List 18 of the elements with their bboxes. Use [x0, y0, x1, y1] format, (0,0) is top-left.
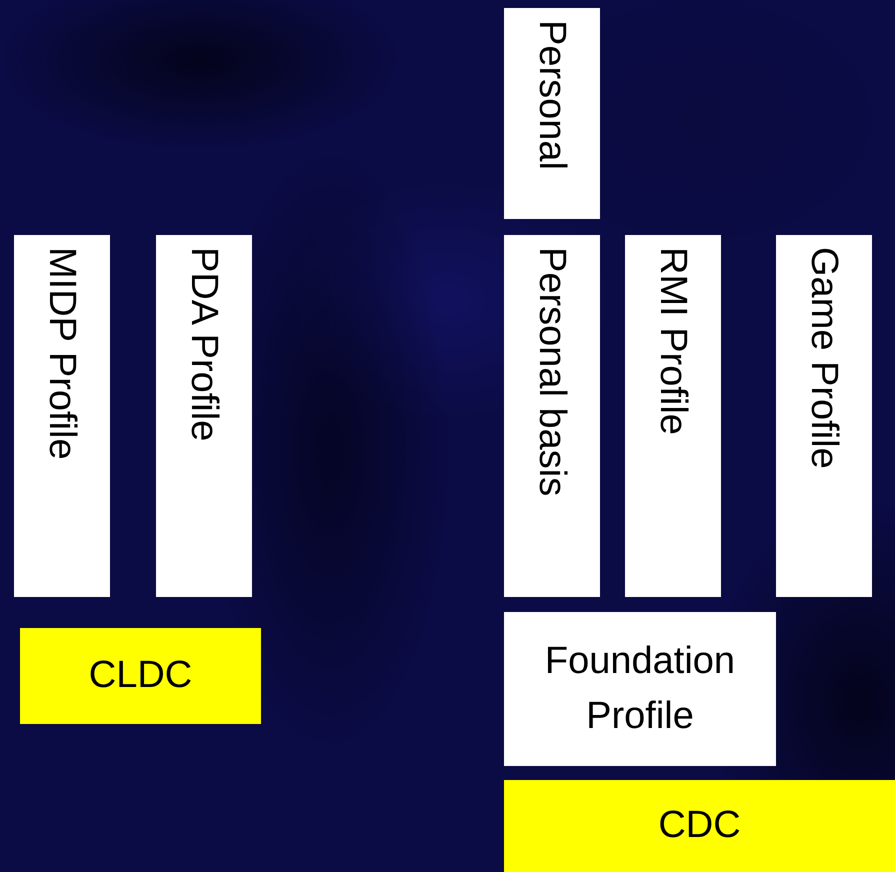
box-label: Personal basis	[533, 247, 571, 496]
box-label: Personal	[533, 20, 571, 170]
profile-box	[14, 235, 110, 597]
box-label: Game Profile	[805, 247, 843, 469]
profile-box	[776, 235, 872, 597]
profile-box	[504, 8, 600, 219]
configuration-box	[20, 628, 261, 724]
box-label: MIDP Profile	[43, 247, 81, 460]
box-label: CDC	[658, 803, 741, 848]
box-label: PDA Profile	[185, 247, 223, 442]
configuration-box	[504, 780, 895, 872]
box-label: Foundation Profile	[544, 638, 736, 739]
box-label: CLDC	[88, 653, 192, 698]
profile-box	[504, 235, 600, 597]
box-label: RMI Profile	[654, 247, 692, 435]
profile-box	[156, 235, 252, 597]
profile-box	[504, 612, 776, 766]
profile-box	[625, 235, 721, 597]
